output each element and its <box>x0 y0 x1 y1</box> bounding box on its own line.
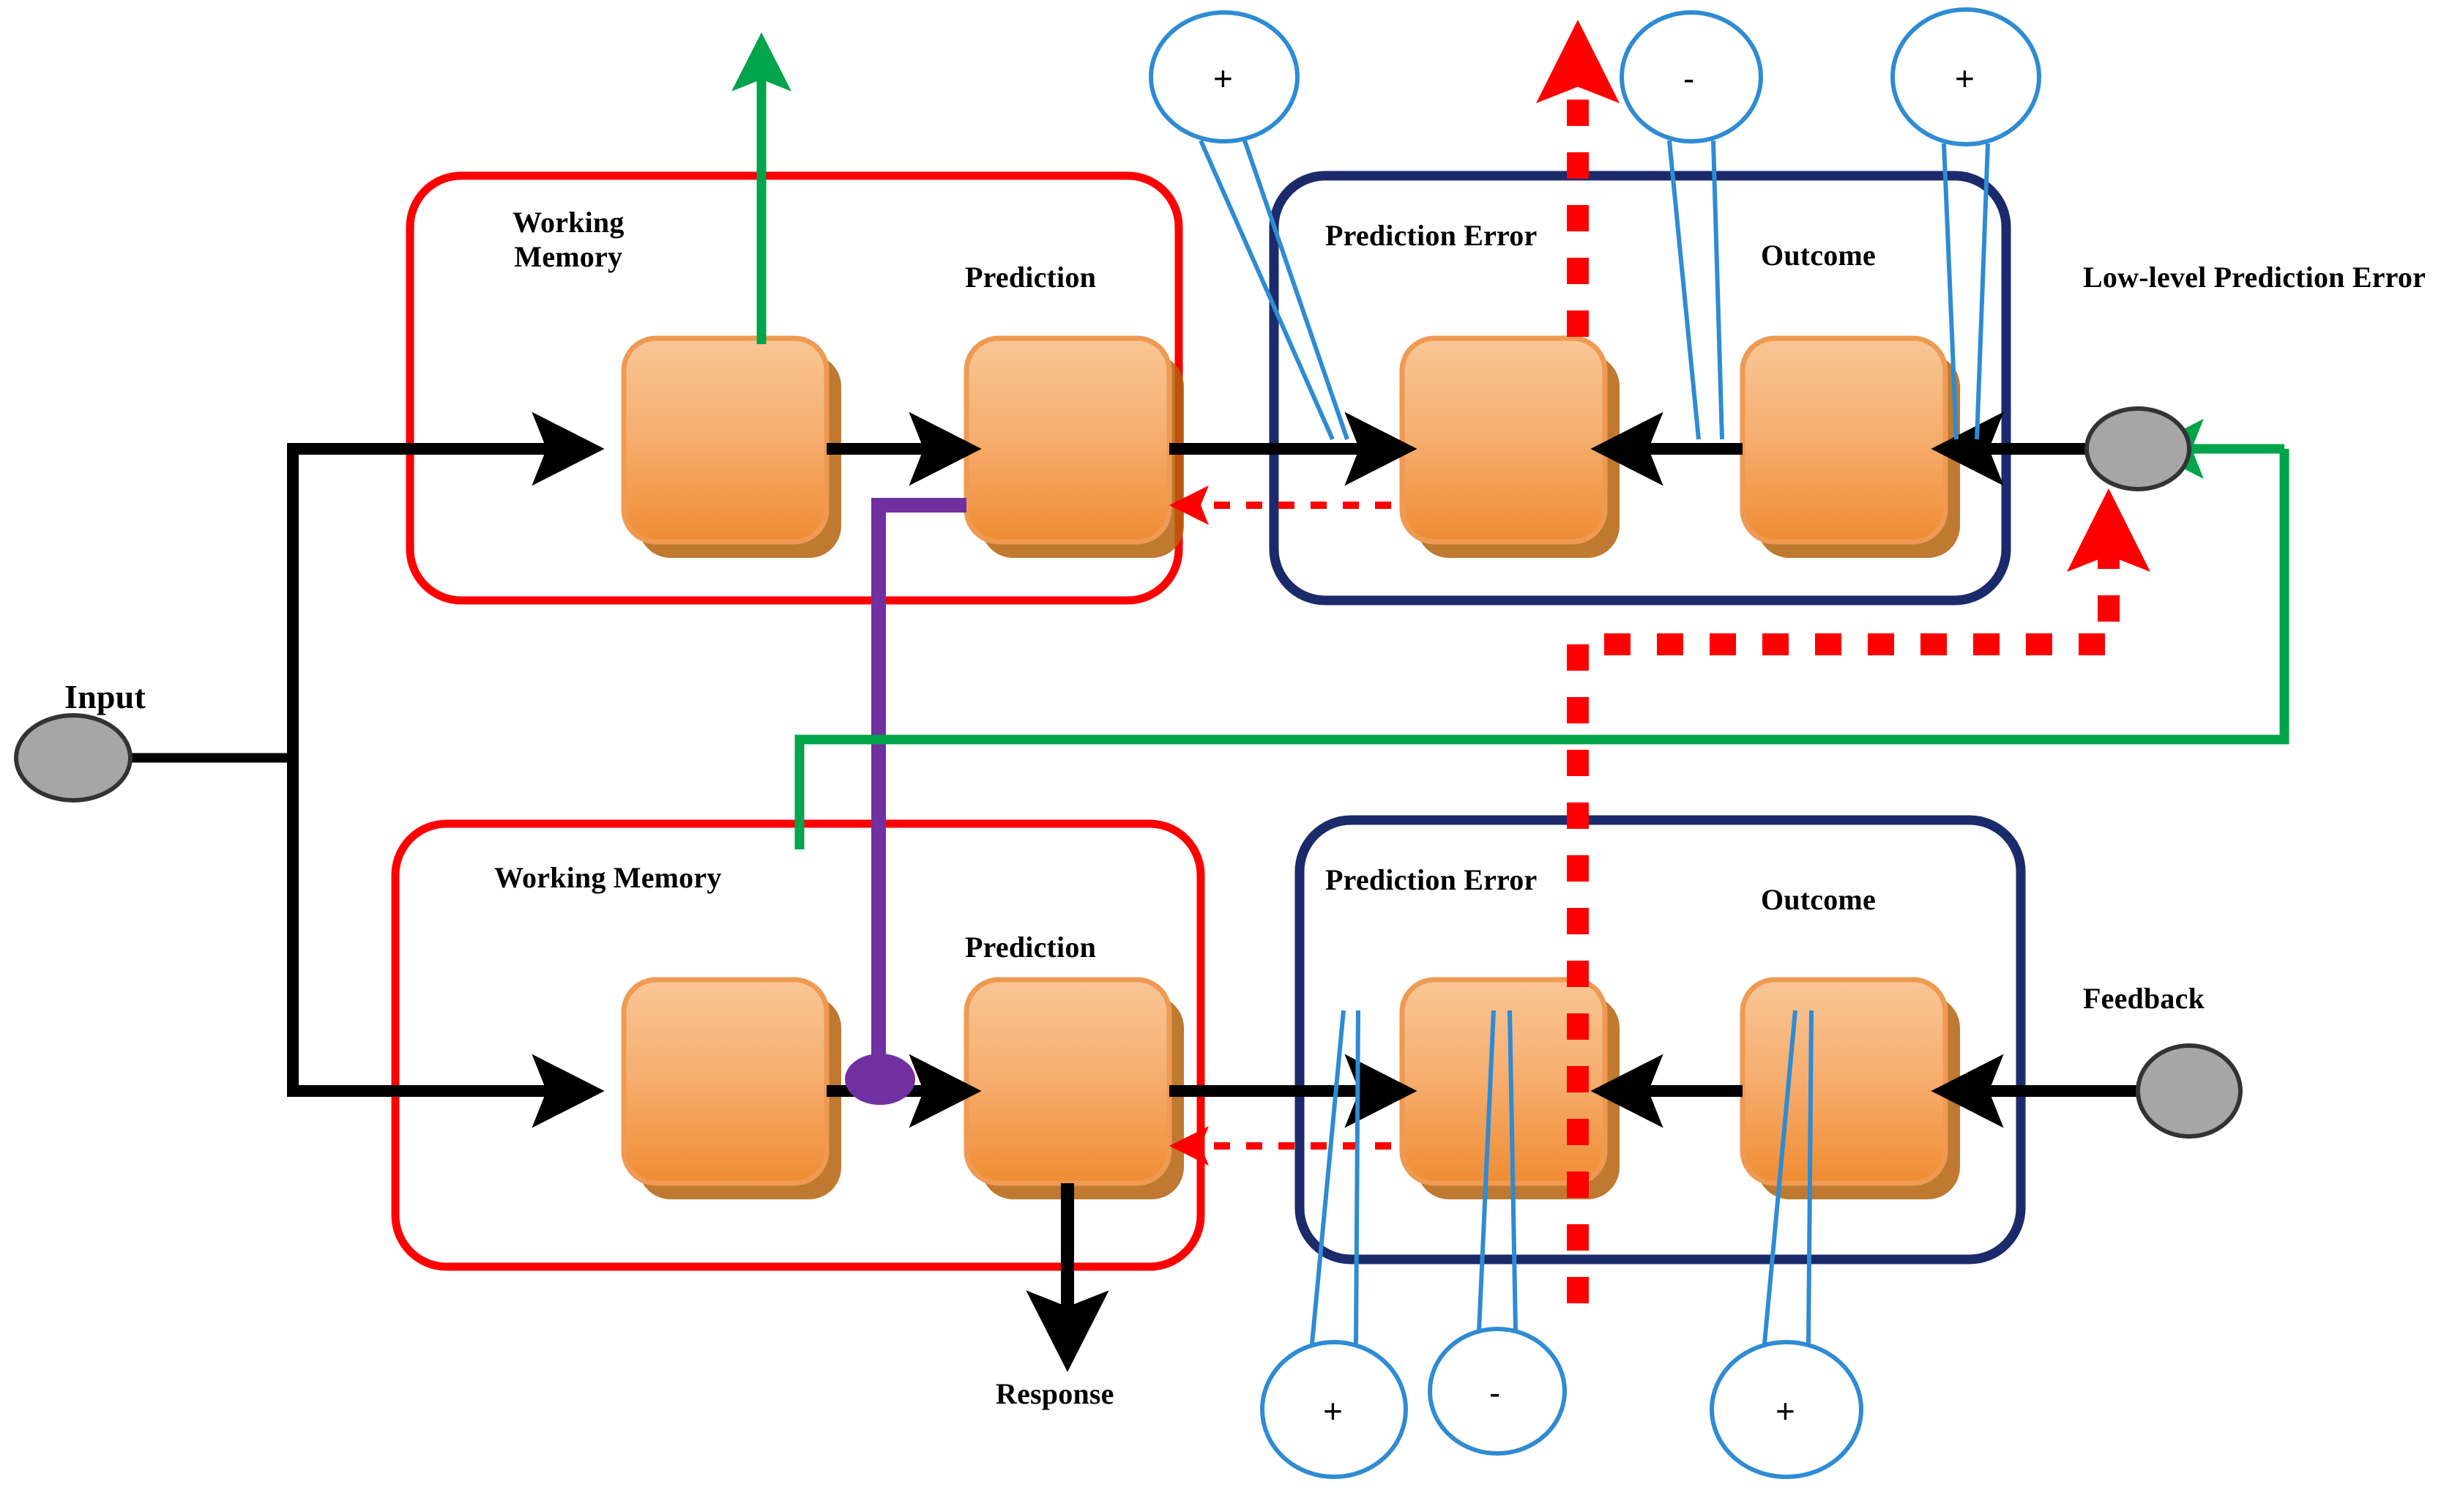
callout-sign-upper-pe-plus: + <box>1213 59 1234 97</box>
outcome-label-upper: Outcome <box>1761 239 1876 272</box>
node-prediction-upper <box>964 335 1184 558</box>
prediction-error-group-lower <box>1294 815 2026 1265</box>
response-label: Response <box>996 1377 1114 1410</box>
outcome-label-lower: Outcome <box>1761 883 1876 916</box>
callout-sign-upper-outcome-plus: + <box>1955 59 1975 97</box>
low-level-prediction-error-label: Low-level Prediction Error <box>2083 261 2426 294</box>
node-outcome-lower <box>1740 977 1960 1199</box>
prediction-label-upper: Prediction <box>965 261 1097 294</box>
node-working-memory-lower <box>621 977 841 1199</box>
node-working-memory-upper <box>621 335 841 558</box>
prediction-error-group-upper <box>1269 171 2011 606</box>
callout-lower-pe-plus <box>1260 1010 1408 1479</box>
callout-lower-pe-minus <box>1428 1010 1567 1456</box>
green-lowlevel-return-path <box>794 449 2289 849</box>
callout-sign-lower-pe-plus: + <box>1323 1392 1344 1430</box>
working-memory-group-label-lower: Working Memory <box>494 861 722 894</box>
callout-sign-lower-pe-minus: - <box>1489 1374 1501 1412</box>
low-level-prediction-error-node <box>2084 406 2191 491</box>
purple-terminal-dot <box>845 1054 915 1105</box>
callout-upper-pe-plus <box>1149 10 1349 441</box>
callout-sign-upper-pe-minus: - <box>1683 59 1695 97</box>
node-outcome-upper <box>1740 335 1960 558</box>
input-label: Input <box>64 678 146 715</box>
working-memory-group-label-upper: Working Memory <box>513 206 625 274</box>
input-node <box>14 713 133 802</box>
prediction-error-group-label-upper: Prediction Error <box>1325 219 1538 252</box>
callout-lower-outcome-plus <box>1710 1010 1863 1479</box>
callout-upper-outcome-plus <box>1890 7 2041 440</box>
purple-inhibition-path <box>871 498 966 1065</box>
node-prediction-error-upper <box>1399 335 1620 558</box>
callout-sign-lower-outcome-plus: + <box>1775 1392 1796 1430</box>
feedback-node <box>2136 1043 2243 1139</box>
lowlevel-pe-ascending-path <box>1567 488 2151 1303</box>
node-prediction-lower <box>964 977 1184 1199</box>
prediction-label-lower: Prediction <box>965 931 1097 964</box>
prediction-error-group-label-lower: Prediction Error <box>1325 863 1538 896</box>
feedback-label: Feedback <box>2083 982 2205 1015</box>
callout-upper-pe-minus <box>1620 10 1763 440</box>
